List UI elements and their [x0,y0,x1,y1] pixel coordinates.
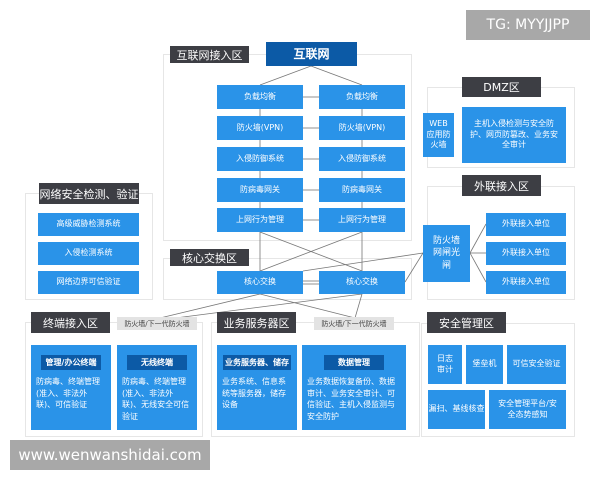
external-unit: 外联接入单位 [486,271,566,294]
netsec-item: 入侵检测系统 [38,242,139,265]
server-card: 业务服务器、储存业务系统、信息系统等服务器，储存设备 [217,345,297,430]
internet-device: 上网行为管理 [319,208,405,232]
gateway-box: 防火墙网闸光闸 [423,225,470,282]
internet-device: 防火墙(VPN) [217,116,303,140]
internet-device: 负载均衡 [319,85,405,109]
card-body: 防病毒、终端管理(准入、非法外联)、可信验证 [36,377,100,410]
core-zone-title: 核心交换区 [170,249,249,266]
vuln-scan: 漏扫、基线核查 [428,390,485,429]
external-zone-title: 外联接入区 [462,175,541,196]
secmgmt-zone-title: 安全管理区 [427,312,506,333]
terminal-card: 管理/办公终端防病毒、终端管理(准入、非法外联)、可信验证 [31,345,111,430]
dmz-zone-title: DMZ区 [462,77,541,97]
watermark-top: TG: MYYJJPP [466,10,590,40]
netsec-item: 网络边界可信验证 [38,271,139,294]
server-firewall-label: 防火墙/下一代防火墙 [314,317,394,330]
internet-device: 入侵防御系统 [217,147,303,171]
terminal-firewall-label: 防火墙/下一代防火墙 [117,317,197,330]
core-switch-1: 核心交换 [217,271,303,294]
watermark-bottom: www.wenwanshidai.com [10,440,210,470]
card-head: 管理/办公终端 [41,355,101,370]
server-card: 数据管理业务数据恢复备份、数据审计、业务安全审计、可信验证、主机入侵监测与安全防… [302,345,406,430]
internet-device: 入侵防御系统 [319,147,405,171]
external-unit: 外联接入单位 [486,213,566,236]
terminal-zone-title: 终端接入区 [31,312,110,333]
internet-device: 上网行为管理 [217,208,303,232]
server-zone-title: 业务服务器区 [217,312,296,333]
security-platform: 安全管理平台/安全态势感知 [489,390,566,429]
card-head: 无线终端 [127,355,187,370]
trusted-verify: 可信安全验证 [507,345,566,384]
netsec-item: 高级威胁检测系统 [38,213,139,236]
core-switch-2: 核心交换 [319,271,405,294]
card-body: 防病毒、终端管理(准入、非法外联)、无线安全可信验证 [122,377,190,421]
internet-node: 互联网 [266,42,357,66]
waf-box: WEB应用防火墙 [423,113,454,157]
card-head: 业务服务器、储存 [223,355,291,370]
internet-device: 防病毒网关 [319,178,405,202]
card-body: 业务系统、信息系统等服务器，储存设备 [222,377,286,410]
card-head: 数据管理 [324,355,384,370]
internet-device: 防火墙(VPN) [319,116,405,140]
netsec-zone-title: 网络安全检测、验证 [39,183,139,204]
log-audit: 日志审计 [428,345,462,384]
terminal-card: 无线终端防病毒、终端管理(准入、非法外联)、无线安全可信验证 [117,345,197,430]
internet-device: 防病毒网关 [217,178,303,202]
bastion-host: 堡垒机 [466,345,503,384]
card-body: 业务数据恢复备份、数据审计、业务安全审计、可信验证、主机入侵监测与安全防护 [307,377,395,421]
external-unit: 外联接入单位 [486,242,566,265]
internet-zone-title: 互联网接入区 [170,46,249,63]
dmz-main-box: 主机入侵检测与安全防护、网页防篡改、业务安全审计 [462,107,566,163]
internet-device: 负载均衡 [217,85,303,109]
